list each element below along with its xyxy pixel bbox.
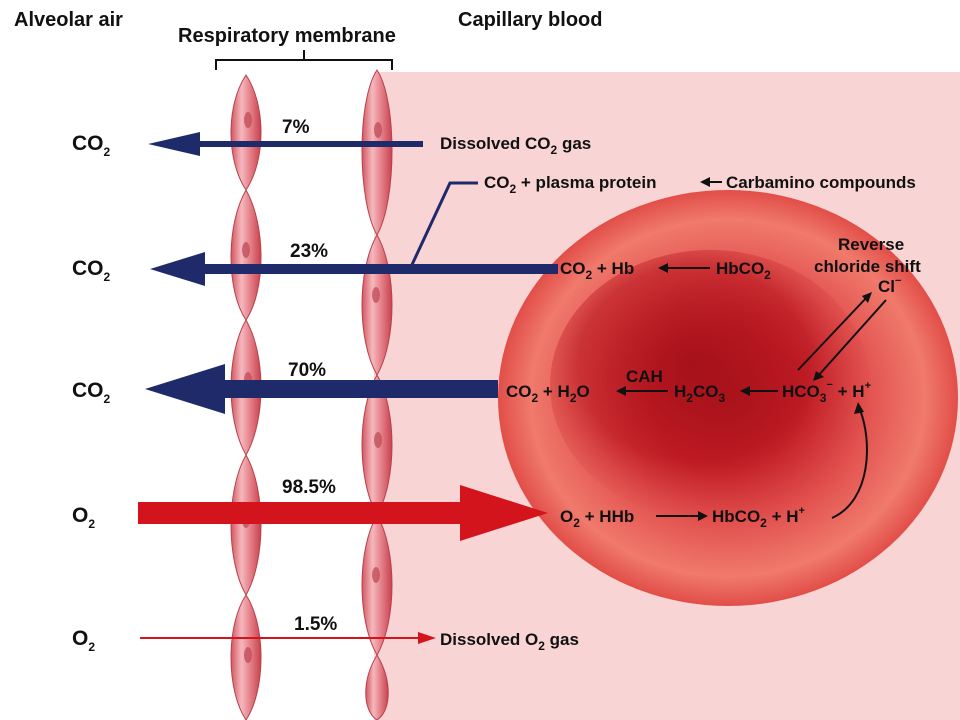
label-h2co3: H2CO3 <box>674 382 725 405</box>
arrow-hemoglobin-o2 <box>138 485 548 541</box>
arrow-proton-recycle <box>831 402 868 519</box>
label-chloride-shift: chloride shift <box>814 257 921 276</box>
arrow-carbamino <box>700 177 722 187</box>
header-capillary-blood: Capillary blood <box>458 9 602 31</box>
percent-bicarbonate-co2: 70% <box>288 360 326 381</box>
label-cah-enzyme: CAH <box>626 367 663 386</box>
arrow-hemoglobin-co2 <box>150 252 558 286</box>
header-respiratory-membrane: Respiratory membrane <box>178 25 396 47</box>
label-co2-h2o: CO2 + H2O <box>506 382 590 405</box>
arrow-dissolved-co2 <box>148 132 423 156</box>
arrow-h2co3-to-co2h2o <box>616 386 668 396</box>
percent-dissolved-co2: 7% <box>282 117 310 138</box>
label-hbco2-h: HbCO2 + H+ <box>712 505 805 530</box>
plasma-protein-connector <box>408 181 478 270</box>
label-co2-plasma-protein: CO2 + plasma protein <box>484 173 656 196</box>
arrows-chloride-exchange <box>797 292 887 381</box>
label-chloride-ion: Cl− <box>878 275 901 296</box>
arrow-hco3-to-h2co3 <box>740 386 778 396</box>
label-co2-hb: CO2 + Hb <box>560 259 634 282</box>
membrane-bracket <box>215 50 393 70</box>
red-blood-cell <box>498 190 958 606</box>
arrow-bicarbonate-co2 <box>145 364 498 414</box>
gas-label-co2-1: CO2 <box>72 132 111 159</box>
arrow-dissolved-o2 <box>140 632 436 644</box>
arrow-hbco2-to-co2hb <box>658 263 710 273</box>
label-carbamino-compounds: Carbamino compounds <box>726 173 916 192</box>
header-alveolar-air: Alveolar air <box>14 9 123 31</box>
label-hbco2: HbCO2 <box>716 259 771 282</box>
label-dissolved-o2-gas: Dissolved O2 gas <box>440 630 579 653</box>
label-dissolved-co2-gas: Dissolved CO2 gas <box>440 134 591 157</box>
gas-label-o2-2: O2 <box>72 627 95 654</box>
percent-hemoglobin-o2: 98.5% <box>282 477 336 498</box>
label-reverse: Reverse <box>838 235 904 254</box>
arrow-o2hhb-to-hbco2 <box>656 511 708 521</box>
gas-label-o2-1: O2 <box>72 504 95 531</box>
label-o2-hhb: O2 + HHb <box>560 507 634 530</box>
percent-hemoglobin-co2: 23% <box>290 241 328 262</box>
percent-dissolved-o2: 1.5% <box>294 614 337 635</box>
gas-label-co2-3: CO2 <box>72 379 111 406</box>
label-hco3-h: HCO3− + H+ <box>782 379 871 405</box>
gas-label-co2-2: CO2 <box>72 257 111 284</box>
